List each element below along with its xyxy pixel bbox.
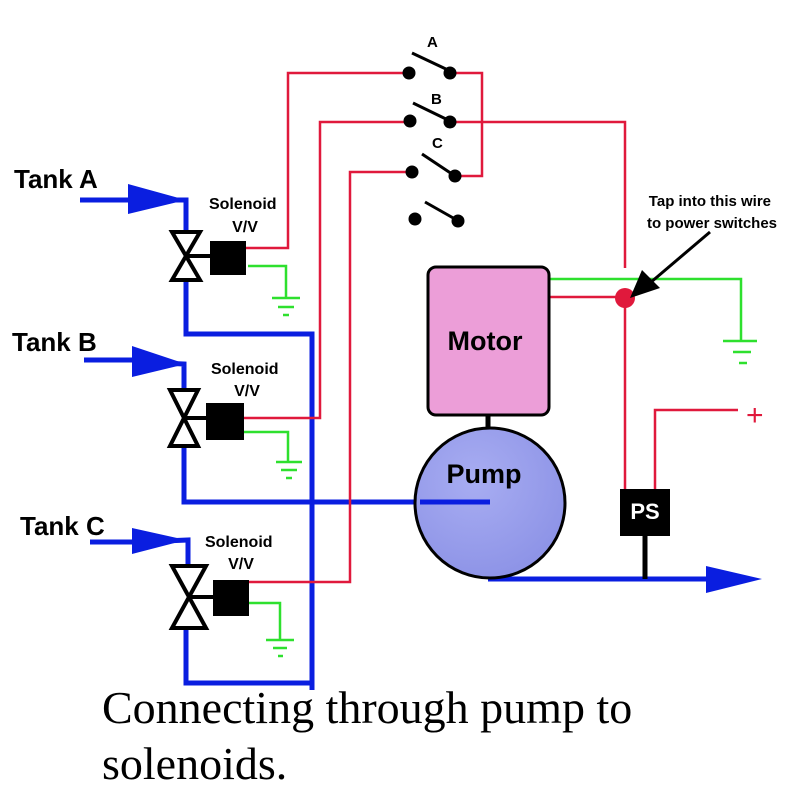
- outlet-arrow-icon: [706, 566, 762, 593]
- switch-bank: [402, 51, 465, 228]
- annotation-line-1: Tap into this wire: [649, 193, 771, 210]
- wire-motor-to-ps: [550, 295, 627, 490]
- valve-a: [168, 230, 246, 282]
- pump-label: Pump: [446, 459, 521, 489]
- tank-a-arrow-icon: [128, 184, 186, 214]
- wire-switch-a-to-solenoid-a: [246, 71, 408, 250]
- annotation-arrow-icon: [630, 270, 660, 298]
- motor-label: Motor: [448, 326, 523, 356]
- tank-b-arrow-icon: [132, 346, 186, 377]
- solenoid-a-coil[interactable]: [210, 241, 246, 275]
- switch-c-label: C: [432, 135, 443, 152]
- wire-switch-bus: [450, 71, 484, 178]
- solenoid-b-coil[interactable]: [206, 403, 244, 440]
- solenoid-a-label: Solenoid V/V: [209, 196, 281, 236]
- diagram-caption: Connecting through pump to solenoids.: [102, 682, 633, 789]
- tank-a-valve-outlet: [183, 280, 315, 690]
- switch-a-label: A: [427, 34, 438, 51]
- flow-arrows: [128, 184, 762, 593]
- tank-c-valve-outlet: [183, 630, 312, 686]
- wire-ps-to-positive: [653, 408, 738, 490]
- ground-wire-solenoid-c: [248, 601, 282, 640]
- valve-b: [166, 388, 244, 448]
- solenoid-c-label: Solenoid V/V: [205, 534, 277, 573]
- tank-b-label: Tank B: [12, 327, 97, 357]
- annotation-arrow-shaft: [649, 230, 711, 285]
- ground-wire-solenoid-b: [244, 430, 290, 462]
- tap-point-marker[interactable]: [615, 288, 635, 308]
- solenoid-b-label: Solenoid V/V: [211, 361, 283, 400]
- wire-bus-to-tap: [450, 120, 627, 268]
- tank-b-valve-outlet: [181, 446, 490, 505]
- switch-spare[interactable]: [408, 200, 465, 228]
- ground-wire-solenoid-a: [248, 264, 288, 298]
- solenoid-c-coil[interactable]: [213, 580, 249, 616]
- annotation-line-2: to power switches: [647, 215, 777, 232]
- tank-c-arrow-icon: [132, 528, 186, 554]
- tank-a-label: Tank A: [14, 164, 98, 194]
- pressure-switch[interactable]: [620, 489, 670, 536]
- ground-wire-motor: [550, 277, 743, 340]
- annotation-text: Tap into this wire to power switches: [647, 193, 777, 232]
- valve-c: [168, 564, 249, 630]
- switch-c[interactable]: [405, 152, 462, 183]
- switch-b[interactable]: [403, 101, 457, 129]
- switch-a[interactable]: [402, 51, 457, 80]
- wire-switch-c-to-solenoid-c: [248, 170, 412, 584]
- power-wires: [244, 71, 738, 584]
- switch-b-label: B: [431, 91, 442, 108]
- pressure-switch-label: PS: [630, 499, 659, 524]
- tank-c-label: Tank C: [20, 511, 105, 541]
- ground-wires: [244, 264, 757, 658]
- motor[interactable]: [426, 265, 551, 417]
- wire-switch-b-to-solenoid-b: [244, 120, 410, 420]
- positive-terminal-symbol: +: [746, 399, 764, 432]
